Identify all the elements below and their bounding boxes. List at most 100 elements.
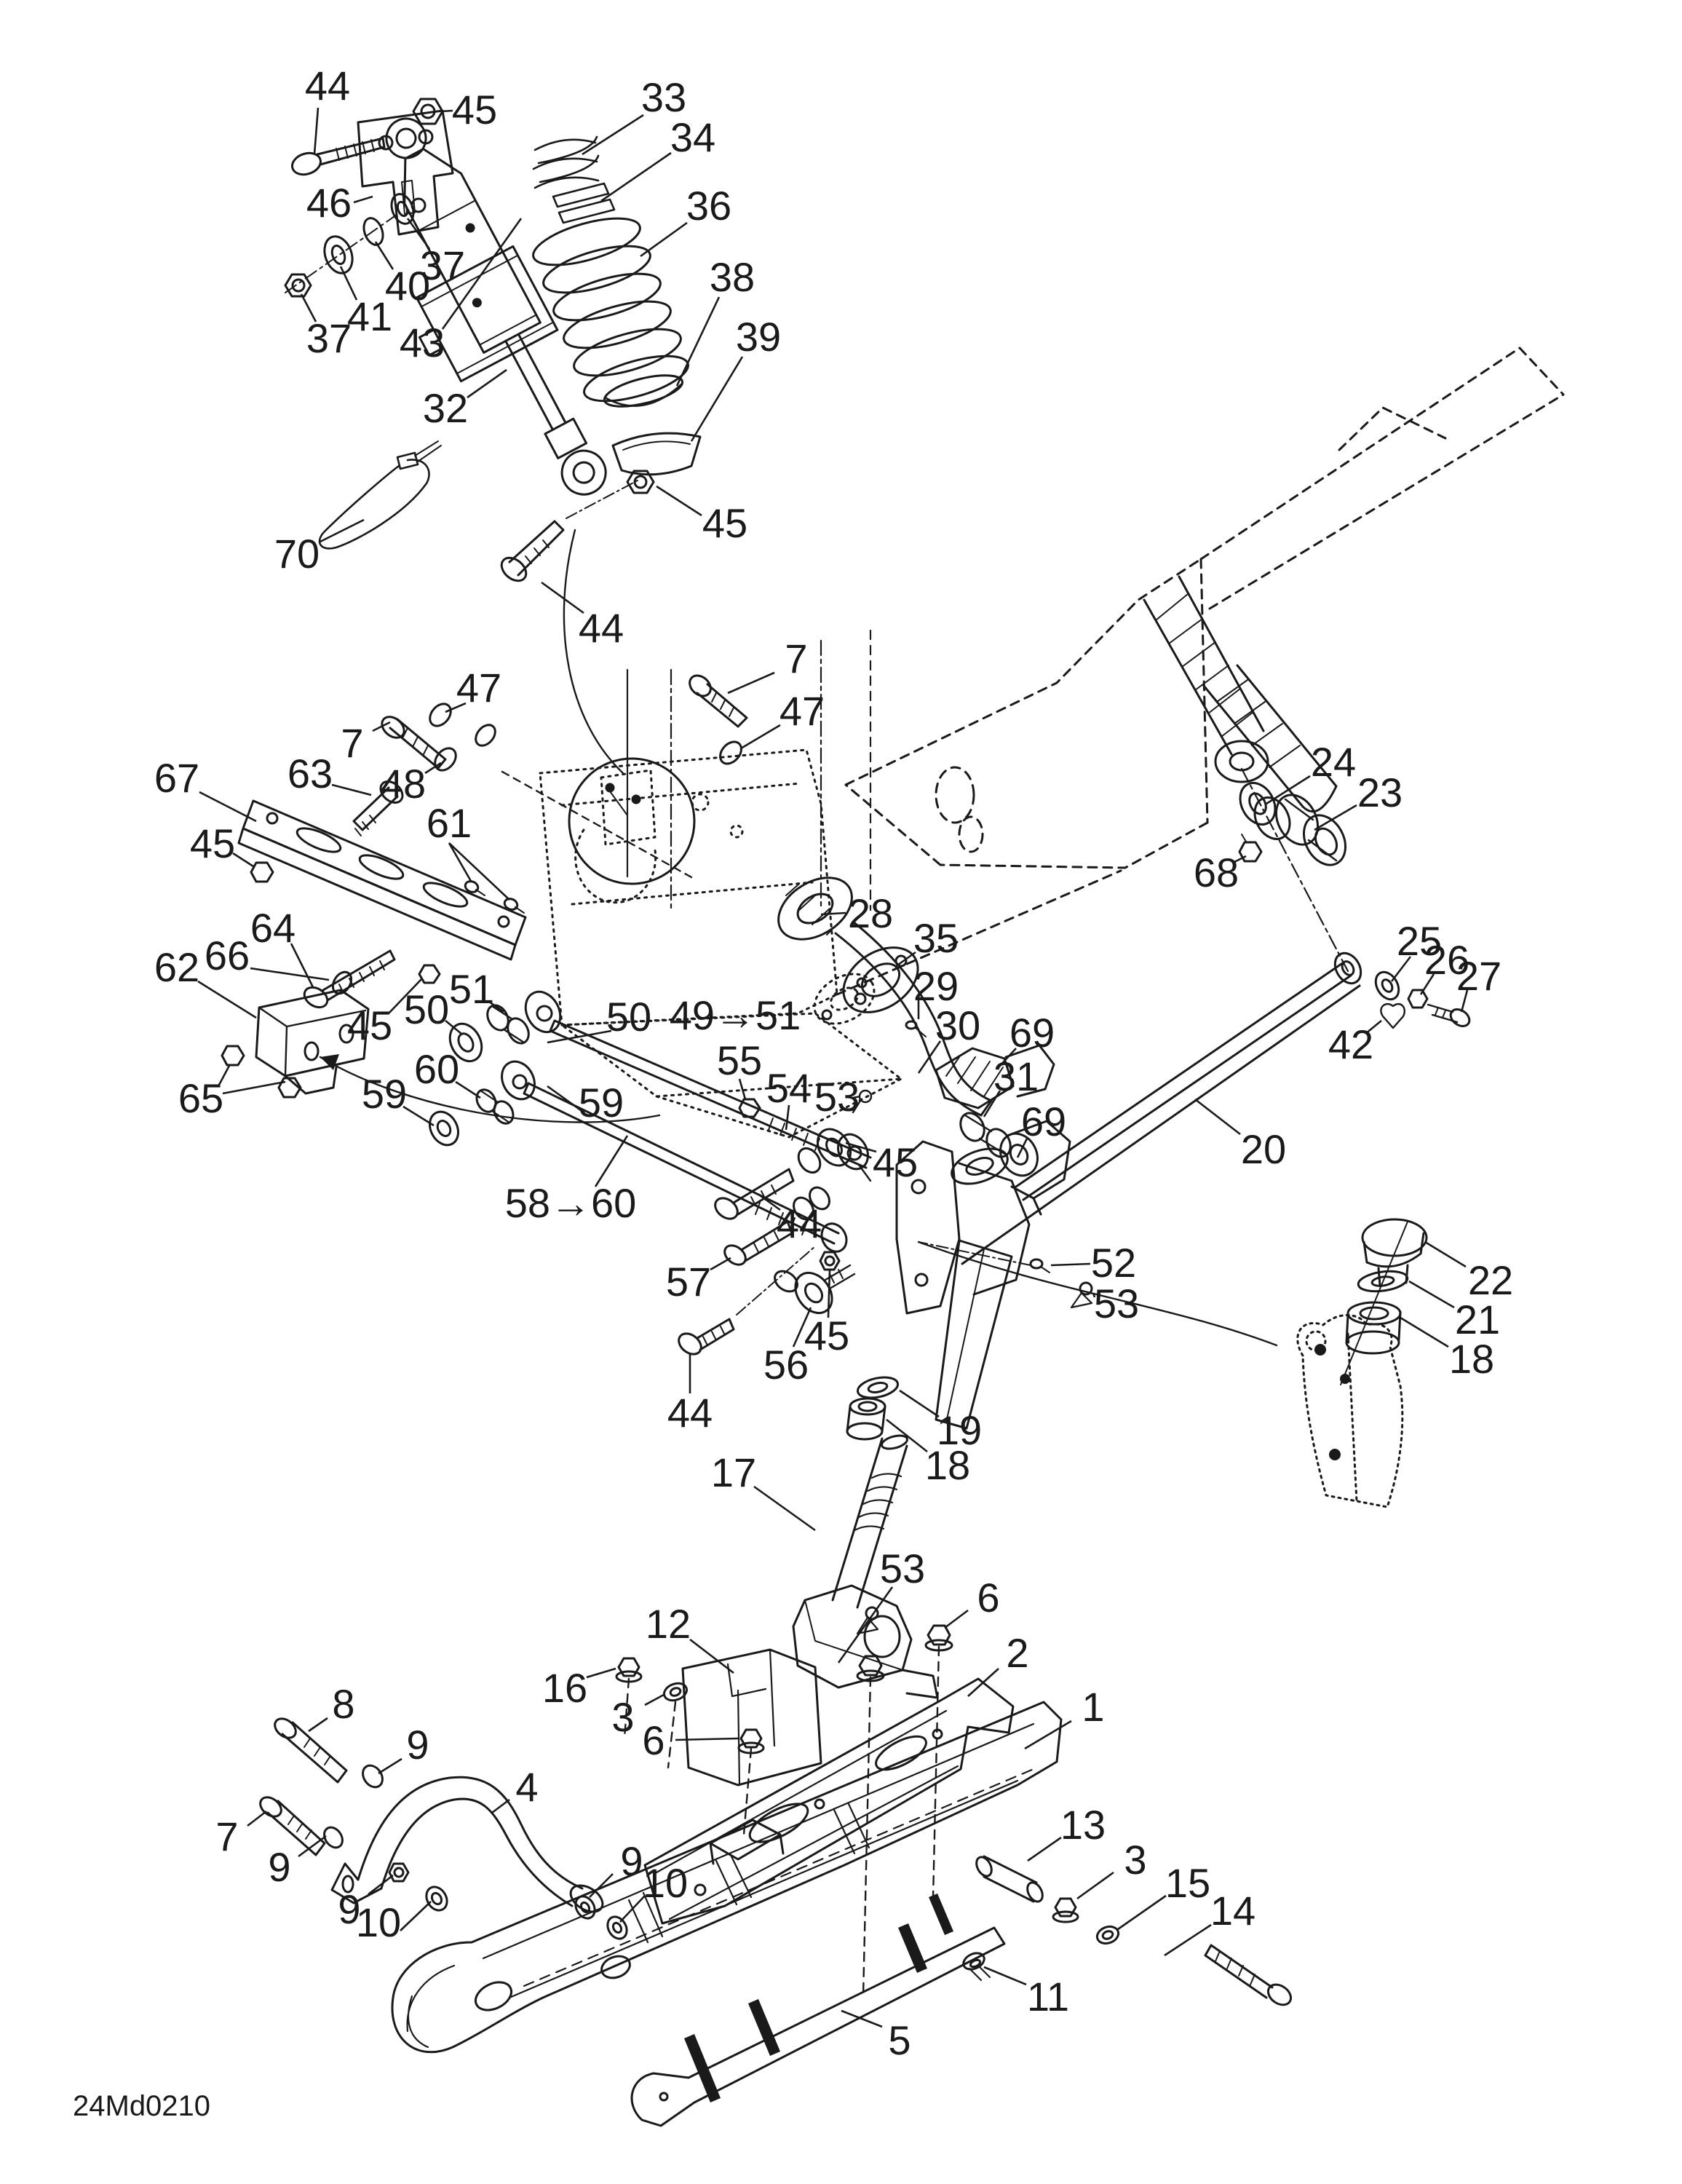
part-label: 5 xyxy=(888,2017,911,2063)
part-label: 10 xyxy=(643,1860,688,1906)
leader-line xyxy=(217,1064,231,1087)
leader-line xyxy=(372,721,391,732)
diagram-artwork xyxy=(221,98,1565,2127)
leader-line xyxy=(586,1667,616,1679)
leader-line xyxy=(967,1668,999,1697)
part-label: 11 xyxy=(1027,1974,1069,2019)
part-label: 53 xyxy=(1094,1281,1139,1326)
leader-line xyxy=(675,296,721,387)
part-label: 44 xyxy=(305,63,350,108)
leader-line xyxy=(753,1485,816,1532)
leader-line xyxy=(1314,804,1357,831)
part-label: 66 xyxy=(205,933,250,978)
part-label: 38 xyxy=(710,254,755,300)
part-label: 13 xyxy=(1060,1802,1106,1848)
part-label: 1 xyxy=(1082,1684,1104,1730)
leader-line xyxy=(313,107,320,155)
part-label: 9 xyxy=(268,1844,290,1890)
part-label: 39 xyxy=(736,314,781,360)
leader-line xyxy=(1234,855,1247,863)
leader-line xyxy=(331,783,372,796)
leader-line xyxy=(488,1000,504,1013)
part-label: 10 xyxy=(356,1899,401,1945)
part-label: 29 xyxy=(913,963,959,1009)
leader-line xyxy=(886,1418,928,1453)
part-label: 45 xyxy=(347,1002,392,1048)
leader-line xyxy=(827,1269,831,1318)
leader-line xyxy=(1408,1280,1455,1309)
figure-code: 24Md0210 xyxy=(73,2090,210,2122)
leader-line xyxy=(675,1737,739,1741)
part-label: 52 xyxy=(1091,1240,1136,1286)
part-label: 36 xyxy=(686,183,731,229)
part-label: 59 xyxy=(579,1080,624,1125)
leader-line xyxy=(845,1142,877,1153)
part-label: 23 xyxy=(1357,769,1403,815)
part-label: 60 xyxy=(414,1046,459,1092)
leader-line xyxy=(1016,1136,1029,1158)
part-label: 64 xyxy=(250,905,295,951)
part-label: 34 xyxy=(670,114,715,160)
leader-line xyxy=(491,1798,510,1814)
part-label: 57 xyxy=(666,1259,711,1305)
leader-line xyxy=(944,1609,969,1629)
leader-line xyxy=(1419,973,1435,995)
leader-line xyxy=(899,1389,940,1418)
leader-line xyxy=(406,218,431,250)
part-label: 21 xyxy=(1455,1297,1500,1342)
part-label: 45 xyxy=(804,1313,849,1358)
part-label: 54 xyxy=(766,1065,812,1111)
part-label: 63 xyxy=(287,751,333,796)
part-label: 65 xyxy=(178,1075,223,1121)
leader-line xyxy=(199,791,257,823)
part-label: 70 xyxy=(274,531,320,577)
part-label: 24 xyxy=(1311,739,1356,785)
leader-line xyxy=(308,1717,328,1733)
part-label: 49→51 xyxy=(670,992,801,1038)
leader-line xyxy=(448,842,510,901)
leader-line xyxy=(619,1895,646,1923)
leader-line xyxy=(983,1966,1027,1986)
part-label: 68 xyxy=(1194,850,1239,895)
part-label: 7 xyxy=(785,636,807,681)
leader-line xyxy=(1460,989,1469,1013)
leader-line xyxy=(1400,1316,1449,1348)
part-label: 12 xyxy=(646,1601,691,1647)
leader-line xyxy=(759,1194,781,1211)
part-label: 22 xyxy=(1468,1257,1513,1303)
part-label: 3 xyxy=(611,1694,634,1740)
leader-line xyxy=(644,1693,665,1706)
part-label: 26 xyxy=(1424,937,1469,983)
leader-line xyxy=(300,293,317,323)
part-label: 17 xyxy=(711,1449,756,1495)
part-label: 69 xyxy=(1009,1010,1055,1056)
part-label: 50 xyxy=(404,986,449,1032)
part-label: 45 xyxy=(702,500,747,546)
leader-line xyxy=(222,1080,286,1095)
part-label: 30 xyxy=(935,1002,980,1048)
leader-line xyxy=(1117,1894,1167,1931)
part-label: 35 xyxy=(913,915,959,961)
part-label: 37 xyxy=(306,315,352,361)
leader-line xyxy=(1424,1241,1467,1268)
part-label: 41 xyxy=(347,293,392,339)
part-label: 9 xyxy=(406,1722,429,1768)
part-label: 43 xyxy=(400,320,445,365)
part-label: 58→60 xyxy=(505,1180,637,1226)
part-label: 44 xyxy=(667,1390,713,1436)
leader-line xyxy=(852,1095,861,1099)
part-label: 8 xyxy=(332,1681,354,1727)
leader-line xyxy=(541,581,584,614)
part-label: 7 xyxy=(215,1813,238,1859)
part-label: 18 xyxy=(1449,1336,1494,1382)
part-label: 50 xyxy=(606,994,651,1040)
leader-line xyxy=(785,1104,790,1131)
part-label: 9 xyxy=(338,1886,360,1932)
part-label: 56 xyxy=(763,1342,809,1388)
leader-line xyxy=(368,1874,394,1896)
leader-line xyxy=(690,356,744,442)
part-label: 55 xyxy=(717,1037,762,1083)
part-label: 31 xyxy=(993,1053,1039,1099)
leader-line xyxy=(1024,1720,1072,1750)
